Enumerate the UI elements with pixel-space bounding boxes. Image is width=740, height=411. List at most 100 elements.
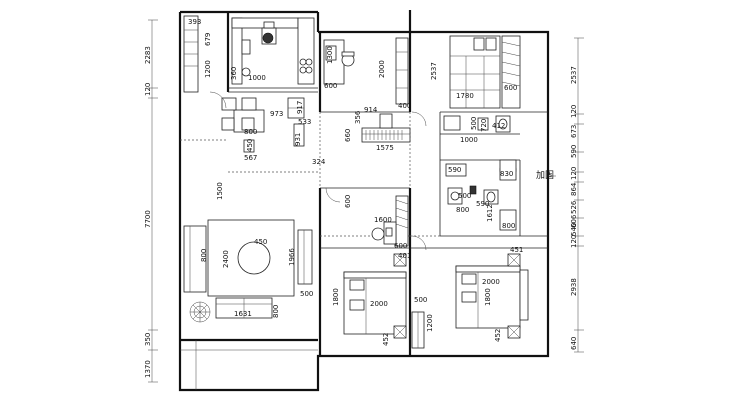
- rug-and-coffee-table: [207, 219, 295, 297]
- dim-600-study: 600: [324, 82, 337, 90]
- dim-452-bed3: 452: [494, 329, 502, 342]
- left-dimension-line: [148, 19, 158, 383]
- dim-1300: 1300: [326, 46, 334, 64]
- dim-2000-bed3: 2000: [482, 278, 500, 286]
- dim-400: 400: [398, 102, 411, 110]
- reinforce-label: 加固: [536, 170, 554, 181]
- dim-590-bath2: 590: [448, 166, 461, 174]
- dim-452-bed2: 452: [382, 333, 390, 346]
- dim-451: 451: [510, 246, 523, 254]
- dim-500-bath2: 500: [458, 192, 471, 200]
- dim-right-640: 640: [570, 337, 578, 350]
- dim-800-bath2b: 800: [502, 222, 515, 230]
- dim-973: 973: [270, 110, 283, 118]
- dim-right-526: 526: [570, 200, 578, 214]
- dim-600-wardrobe: 600: [504, 84, 517, 92]
- dim-324: 324: [312, 158, 326, 166]
- dim-800-bath2a: 800: [456, 206, 469, 214]
- dim-2000-bed2: 2000: [370, 300, 388, 308]
- bathroom-2-fixtures: [445, 159, 517, 231]
- dim-right-2537: 2537: [570, 66, 578, 84]
- dim-590-bath2b: 590: [476, 200, 489, 208]
- dim-right-2938: 2938: [570, 278, 578, 296]
- dim-450-dining: 450: [246, 139, 254, 152]
- dim-2400: 2400: [222, 250, 230, 268]
- bedroom-2-wardrobe: [395, 195, 409, 247]
- dim-right-540: 540: [570, 223, 578, 236]
- dim-1200-bed2: 1200: [426, 314, 434, 332]
- dim-393: 393: [188, 18, 201, 26]
- study-chair-icon: [341, 51, 355, 67]
- dim-right-606: 606: [570, 214, 578, 228]
- dim-right-120c: 120: [570, 235, 578, 248]
- interior-walls: [180, 87, 548, 390]
- dim-left-1370: 1370: [144, 360, 152, 378]
- dim-1966: 1966: [288, 248, 296, 266]
- sunroom-seating: [449, 35, 501, 109]
- dim-1631: 1631: [234, 310, 252, 318]
- dim-830: 830: [500, 170, 513, 178]
- dim-800-dining: 800: [244, 128, 257, 136]
- dim-412: 412: [492, 122, 505, 130]
- dim-500-tv: 500: [300, 290, 313, 298]
- dim-right-120b: 120: [570, 167, 578, 180]
- right-dimension-line: [574, 37, 584, 353]
- bedroom-3-bed: [455, 253, 529, 339]
- dim-right-590: 590: [570, 145, 578, 158]
- dim-914: 914: [364, 106, 378, 114]
- dim-500-bath1: 500: [470, 117, 478, 130]
- dim-right-120a: 120: [570, 105, 578, 118]
- plant-icon: [189, 301, 211, 323]
- dim-450-living: 450: [254, 238, 267, 246]
- dim-left-2283: 2283: [144, 46, 152, 64]
- door-marks: [209, 91, 427, 251]
- dim-567: 567: [244, 154, 257, 162]
- dim-1575: 1575: [376, 144, 394, 152]
- dim-left-350: 350: [144, 333, 152, 346]
- dim-2537-room: 2537: [430, 62, 438, 80]
- dim-1000-kitchen: 1000: [248, 74, 266, 82]
- dim-600-bed2: 600: [344, 195, 352, 208]
- dining-table: [221, 97, 265, 153]
- dim-600-desk: 600: [394, 242, 407, 250]
- dim-1800-bed2: 1800: [332, 288, 340, 306]
- dim-800-sofa: 800: [200, 249, 208, 262]
- dim-679: 679: [204, 33, 212, 46]
- bedroom-2-bed: [343, 253, 407, 339]
- dim-356: 356: [354, 110, 362, 124]
- bathroom-1-fixtures: [443, 115, 511, 133]
- dim-500-bed2: 500: [414, 296, 427, 304]
- dim-360: 360: [230, 67, 238, 80]
- dim-720: 720: [480, 119, 488, 132]
- dim-660: 660: [344, 129, 352, 142]
- study-bookshelf: [361, 113, 411, 143]
- bedroom-2-tv-cabinet: [411, 311, 425, 349]
- dim-left-7700: 7700: [144, 210, 152, 228]
- dim-917: 917: [296, 101, 304, 114]
- dim-right-864: 864: [570, 182, 578, 196]
- dim-left-120: 120: [144, 83, 152, 96]
- exterior-walls: [178, 10, 550, 392]
- dim-1780: 1780: [456, 92, 474, 100]
- dim-2000-study: 2000: [378, 60, 386, 78]
- kitchen-chair-icon: [261, 21, 277, 45]
- master-wardrobe: [501, 35, 521, 109]
- dim-931: 931: [294, 133, 302, 146]
- study-wardrobe: [395, 37, 409, 105]
- storage-cabinet-left: [183, 15, 199, 93]
- dim-1612: 1612: [486, 204, 494, 222]
- dim-1000-bath1: 1000: [460, 136, 478, 144]
- dim-1500: 1500: [216, 182, 224, 200]
- dim-1200-cabinet: 1200: [204, 60, 212, 78]
- bedroom-2-desk: [371, 221, 397, 245]
- tv-cabinet: [297, 229, 313, 285]
- dim-1600: 1600: [374, 216, 392, 224]
- living-room-sofa: [183, 225, 273, 319]
- dim-1800-bed3: 1800: [484, 288, 492, 306]
- dim-800-sofa2: 800: [272, 305, 280, 318]
- dim-401: 401: [398, 252, 411, 260]
- sideboard-cabinet: [287, 97, 305, 147]
- dim-533: 533: [298, 118, 311, 126]
- dim-right-673: 673: [570, 125, 578, 138]
